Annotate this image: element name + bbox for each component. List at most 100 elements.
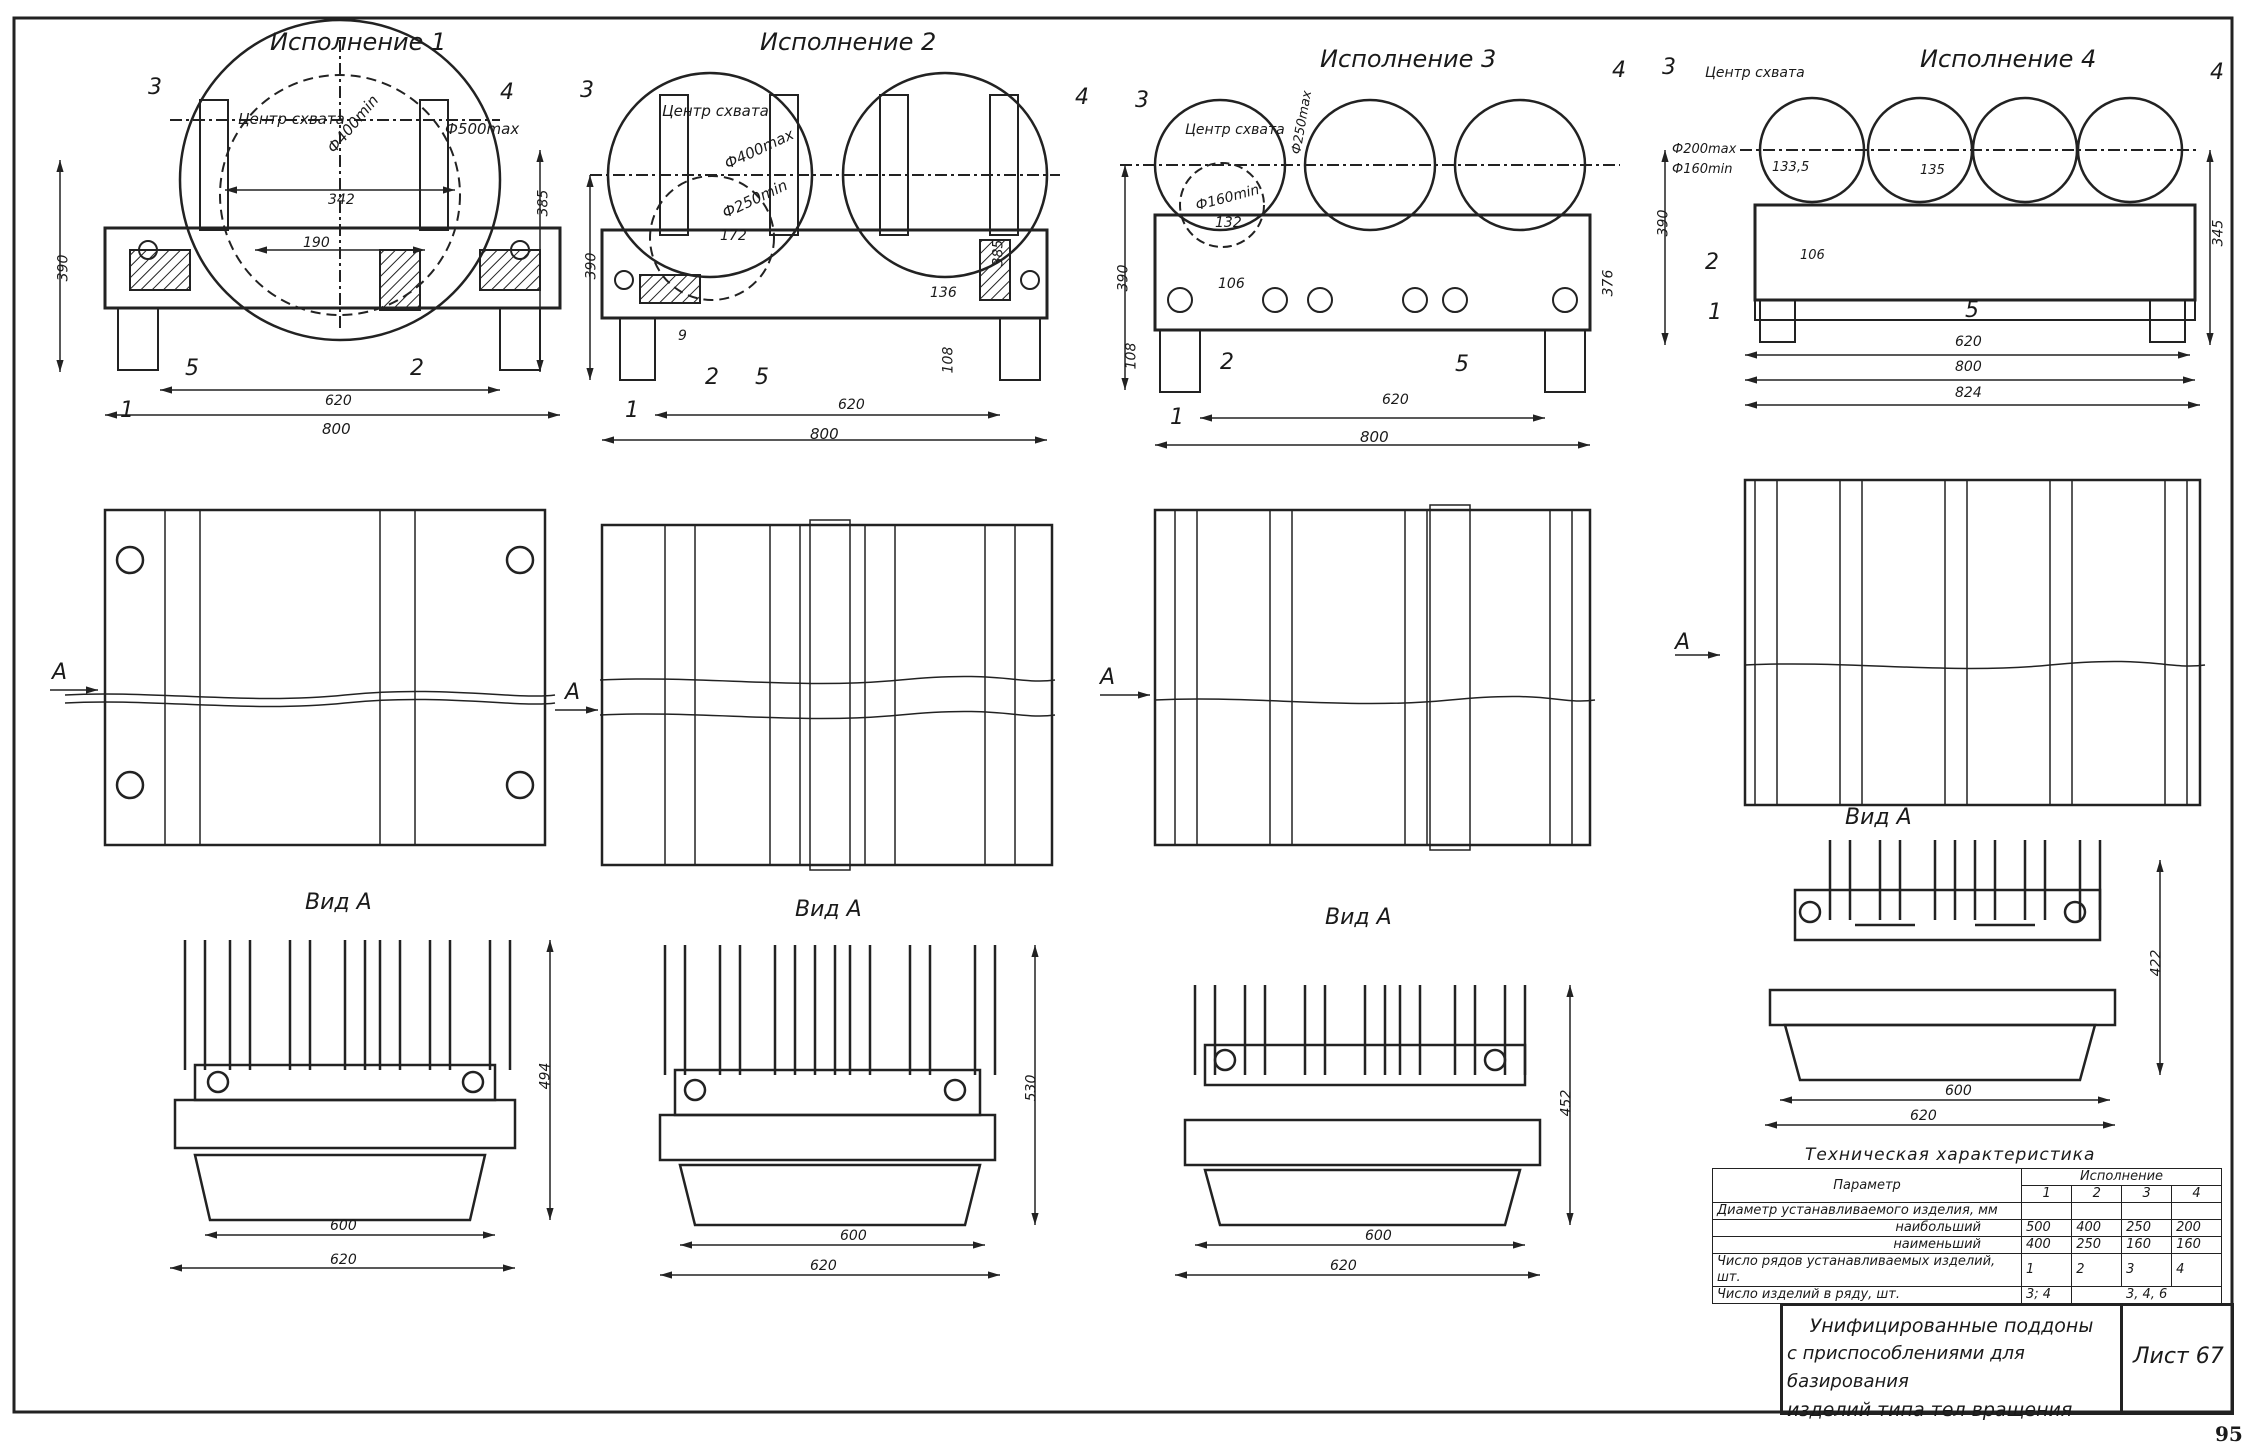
dim-1-800: 800 [322,420,351,438]
dim-3-106: 106 [1218,276,1245,292]
callout-4-5: 5 [1965,298,1979,323]
tech-table: Параметр Исполнение 1 2 3 4 Диаметр уста… [1712,1168,2222,1304]
dim-3-132: 132 [1215,215,1242,231]
view-a-title-1: Вид А [305,890,372,915]
dim-a1-494: 494 [537,1062,554,1090]
tech-col-param: Параметр [1712,1168,2022,1203]
tech-table-caption: Техническая характеристика [1805,1145,2096,1165]
dim-4-800: 800 [1955,359,1982,375]
table-row: наименьший 400 250 160 160 [1712,1236,2222,1254]
plan-4 [1675,478,2206,807]
tech-exec-4: 4 [2171,1185,2222,1203]
dim-3-390: 390 [1115,264,1132,292]
callout-1-4: 4 [500,80,514,105]
tech-cell: 3; 4 [2020,1286,2073,1304]
elevation-1 [56,18,562,419]
dim-2-385: 385 [990,239,1007,267]
tech-cell [2121,1202,2173,1220]
view-a-title-2: Вид А [795,897,862,922]
dim-2-108: 108 [940,346,957,374]
plan-3 [1100,504,1596,851]
tech-exec-2: 2 [2071,1185,2123,1203]
title-line-3: изделий типа тел вращения [1787,1399,2073,1421]
view-arrow-4: A [1675,630,1691,655]
tech-param: наибольший [1712,1219,2022,1237]
diameter-4b: Ф160min [1672,162,1733,177]
callout-1-1: 1 [120,398,134,423]
callout-4-3: 3 [1662,55,1676,80]
dim-a4-620: 620 [1910,1108,1937,1124]
dim-3-108: 108 [1123,342,1140,370]
tech-cell: 400 [2020,1236,2073,1254]
dim-a3-620: 620 [1330,1258,1357,1274]
callout-4-1: 1 [1708,300,1722,325]
view-a-3 [1175,985,1574,1279]
callout-2-1: 1 [625,398,639,423]
view-a-2 [658,945,1039,1279]
tech-cell: 200 [2171,1219,2222,1237]
plan-2 [555,519,1056,871]
tech-param: Число рядов устанавливаемых изделий, шт. [1712,1253,2022,1287]
dim-1-342: 342 [328,192,355,208]
elevation-2 [586,71,1060,444]
callout-3-2: 2 [1220,350,1234,375]
plan-1 [50,508,556,847]
tech-cell: 500 [2020,1219,2073,1237]
diameter-1b: Ф500max [445,120,520,138]
dim-2-136: 136 [930,285,957,301]
dim-a3-600: 600 [1365,1228,1392,1244]
dim-4-1335: 133,5 [1772,160,1810,175]
tech-cell: 3 [2121,1253,2173,1287]
title-block: Унифицированные поддоны с приспособления… [1780,1303,2234,1421]
title-exec-4: Исполнение 4 [1920,45,2097,73]
dim-a2-600: 600 [840,1228,867,1244]
tech-cell: 250 [2121,1219,2173,1237]
dim-1-620: 620 [325,393,352,409]
dim-a2-620: 620 [810,1258,837,1274]
callout-4-4: 4 [2210,60,2224,85]
dim-2-390: 390 [583,252,600,280]
title-exec-1: Исполнение 1 [270,28,447,56]
dim-4-620: 620 [1955,334,1982,350]
grip-center-label-4: Центр схвата [1705,65,1805,81]
callout-4-2: 2 [1705,250,1719,275]
callout-3-3: 3 [1135,88,1149,113]
callout-1-2: 2 [410,356,424,381]
dim-2-172: 172 [720,228,747,244]
dim-4-824: 824 [1955,385,1982,401]
callout-2-4: 4 [1075,85,1089,110]
dim-4-135: 135 [1920,163,1945,178]
view-arrow-3: A [1100,665,1116,690]
elevation-3 [1120,98,1620,449]
table-row: наибольший 500 400 250 200 [1712,1219,2222,1237]
callout-3-4: 4 [1612,58,1626,83]
tech-cell [2020,1202,2073,1220]
tech-cell: 4 [2171,1253,2222,1287]
dim-4-106: 106 [1800,248,1825,263]
tech-cell: 2 [2071,1253,2123,1287]
tech-exec-3: 3 [2121,1185,2173,1203]
elevation-4 [1661,96,2214,409]
table-row: Число рядов устанавливаемых изделий, шт.… [1712,1253,2222,1287]
tech-cell: 250 [2071,1236,2123,1254]
dim-2-800: 800 [810,425,839,443]
dim-4-345: 345 [2210,219,2227,247]
tech-col-exec: Исполнение [2021,1168,2222,1186]
view-arrow-1: A [52,660,68,685]
dim-4-390: 390 [1655,209,1672,237]
dim-a3-452: 452 [1558,1089,1575,1117]
dim-3-620: 620 [1382,392,1409,408]
grip-center-label-2: Центр схвата [662,102,769,120]
dim-a1-600: 600 [330,1218,357,1234]
tech-cell [2071,1202,2123,1220]
dim-a1-620: 620 [330,1252,357,1268]
callout-3-5: 5 [1455,352,1469,377]
tech-exec-1: 1 [2020,1185,2073,1203]
callout-1-3: 3 [148,75,162,100]
table-row: Диаметр устанавливаемого изделия, мм [1712,1202,2222,1220]
callout-2-3: 3 [580,78,594,103]
view-a-4 [1765,840,2164,1129]
callout-3-1: 1 [1170,405,1184,430]
tech-param: Число изделий в ряду, шт. [1712,1286,2022,1304]
